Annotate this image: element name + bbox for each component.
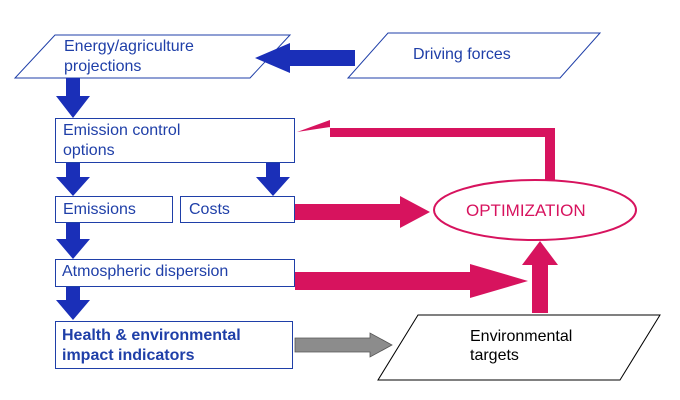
arrow-energy-to-control [56, 78, 90, 118]
emission-control-label-1: Emission control [63, 122, 181, 139]
environmental-targets-label-2: targets [470, 347, 519, 364]
emissions-box [55, 196, 173, 223]
health-box [55, 321, 293, 369]
optimization-label: OPTIMIZATION [466, 201, 586, 220]
emissions-label: Emissions [63, 201, 136, 218]
health-label-2: impact indicators [62, 347, 195, 364]
arrow-optimization-to-control [297, 120, 555, 180]
arrow-emissions-to-dispersion [56, 223, 90, 259]
energy-projections-shape [13, 34, 292, 79]
optimization-ellipse [433, 179, 637, 241]
arrow-control-to-emissions [56, 163, 90, 196]
arrow-health-to-targets [294, 332, 393, 358]
health-label-1: Health & environmental [62, 327, 241, 344]
arrow-dispersion-to-health [56, 287, 90, 320]
dispersion-label: Atmospheric dispersion [62, 263, 229, 280]
costs-box [180, 196, 295, 223]
energy-projections-label-1: Energy/agriculture [64, 38, 194, 55]
arrow-targets-to-optimization [522, 241, 558, 313]
emission-control-label-2: options [63, 142, 115, 159]
driving-forces-label: Driving forces [413, 46, 511, 63]
arrow-dispersion-to-optimization [295, 264, 528, 298]
arrow-control-to-costs [256, 163, 290, 196]
dispersion-box [55, 259, 295, 287]
emission-control-box [55, 118, 295, 163]
environmental-targets-shape [377, 314, 661, 381]
environmental-targets-label-1: Environmental [470, 328, 573, 345]
energy-projections-label-2: projections [64, 58, 142, 75]
arrow-costs-to-optimization [295, 196, 430, 228]
costs-label: Costs [189, 201, 230, 218]
driving-forces-shape [346, 32, 602, 79]
arrow-driving-to-energy [255, 43, 355, 73]
